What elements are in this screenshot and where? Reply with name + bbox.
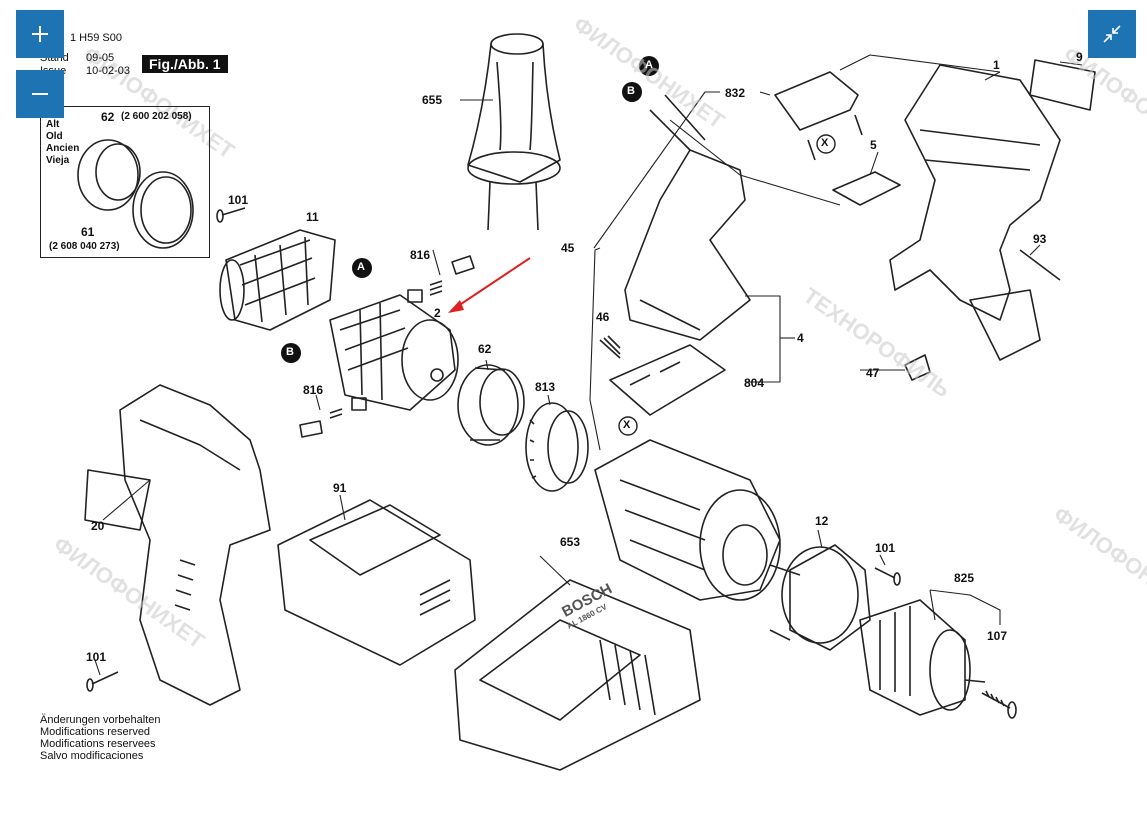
part-20-housing-drawing	[84, 384, 271, 706]
part-45-switch-drawing	[624, 94, 751, 341]
part-832-drawing	[774, 71, 863, 161]
callout-20: 20	[91, 519, 105, 533]
callout-4: 4	[797, 331, 804, 345]
gearbox-drawing	[594, 439, 801, 601]
part-1-housing-drawing	[889, 64, 1061, 361]
inset-part-61-label: 61	[81, 225, 95, 239]
doc-code: 1 H59 S00	[70, 32, 122, 44]
note-line: Modifications reservees	[40, 738, 156, 750]
callout-93: 93	[1033, 232, 1047, 246]
callout-804: 804	[744, 376, 765, 390]
callout-825: 825	[954, 571, 975, 585]
callout-11: 11	[306, 210, 319, 224]
inset-rings-drawing	[77, 139, 194, 249]
part-12-drawing	[769, 544, 871, 651]
callout-832: 832	[725, 86, 746, 100]
callout-46: 46	[596, 310, 610, 324]
part-107-screw-drawing	[981, 690, 1017, 719]
red-arrow	[448, 257, 531, 313]
part-47-drawing	[904, 354, 931, 381]
inset-part-62-number: (2 600 202 058)	[121, 111, 192, 122]
part-804-drawing	[609, 344, 726, 416]
callout-47: 47	[866, 366, 880, 380]
callout-45: 45	[561, 241, 575, 255]
callout-107: 107	[987, 629, 1008, 643]
callout-813: 813	[535, 380, 556, 394]
callout-101: 101	[875, 541, 896, 555]
part-91-battery-drawing	[277, 499, 476, 666]
part-653-charger-drawing	[454, 579, 701, 771]
part-101b-screw-drawing	[874, 567, 901, 586]
inset-label: Alt	[46, 119, 60, 130]
compress-icon	[1103, 25, 1121, 43]
issue-value: 10-02-03	[86, 65, 131, 77]
inset-part-62-label: 62	[101, 110, 115, 124]
marker-circles	[281, 56, 659, 363]
part-825-chuck-drawing	[859, 599, 986, 716]
callout-101: 101	[228, 193, 249, 207]
callout-655: 655	[422, 93, 443, 107]
stand-value: 09-05	[86, 52, 115, 64]
marker-a: A	[357, 261, 365, 273]
part-11-drawing	[219, 229, 336, 331]
note-line: Modifications reserved	[40, 726, 151, 738]
minus-icon	[32, 93, 48, 95]
part-813-ring-drawing	[525, 402, 589, 492]
callout-1: 1	[993, 58, 1000, 72]
marker-x: X	[623, 419, 631, 431]
part-5-drawing	[832, 171, 901, 206]
part-101c-screw-drawing	[86, 671, 119, 692]
inset-label: Ancien	[46, 143, 80, 154]
inset-label: Vieja	[46, 155, 70, 166]
part-93-bit-drawing	[1019, 249, 1061, 281]
inset-old-parts: Alt Old Ancien Vieja 62 (2 600 202 058) …	[40, 106, 210, 258]
callout-62: 62	[478, 342, 492, 356]
marker-x: X	[821, 137, 829, 149]
part-46-spring-drawing	[599, 335, 621, 359]
callout-653: 653	[560, 535, 581, 549]
part-655-drawing	[467, 33, 561, 231]
zoom-out-button[interactable]	[16, 70, 64, 118]
marker-b: B	[627, 85, 635, 97]
modifications-note: Änderungen vorbehalten Modifications res…	[40, 714, 160, 762]
callout-91: 91	[333, 481, 347, 495]
marker-b: B	[286, 346, 294, 358]
leader-lines	[94, 54, 1083, 676]
callout-12: 12	[815, 514, 829, 528]
part-2-motor-drawing	[329, 294, 459, 411]
callout-2: 2	[434, 306, 441, 320]
part-816b-drawing	[299, 397, 367, 438]
figure-label: Fig./Abb. 1	[142, 55, 228, 73]
callout-5: 5	[870, 138, 877, 152]
callout-9: 9	[1076, 50, 1083, 64]
callout-101: 101	[86, 650, 107, 664]
zoom-in-button[interactable]	[16, 10, 64, 58]
part-62-ring-drawing	[457, 364, 525, 446]
part-9-label-drawing	[1029, 59, 1096, 111]
inset-part-61-number: (2 608 040 273)	[49, 241, 120, 252]
exit-fullscreen-button[interactable]	[1088, 10, 1136, 58]
plus-icon	[32, 26, 48, 42]
note-line: Salvo modificaciones	[40, 750, 144, 762]
callout-816: 816	[303, 383, 324, 397]
callout-816: 816	[410, 248, 431, 262]
part-816a-drawing	[407, 255, 475, 303]
inset-old-labels: Alt Old Ancien Vieja	[46, 119, 79, 167]
marker-a: A	[645, 59, 653, 71]
part-101a-screw-drawing	[216, 207, 246, 223]
inset-label: Old	[46, 131, 63, 142]
note-line: Änderungen vorbehalten	[40, 714, 161, 726]
